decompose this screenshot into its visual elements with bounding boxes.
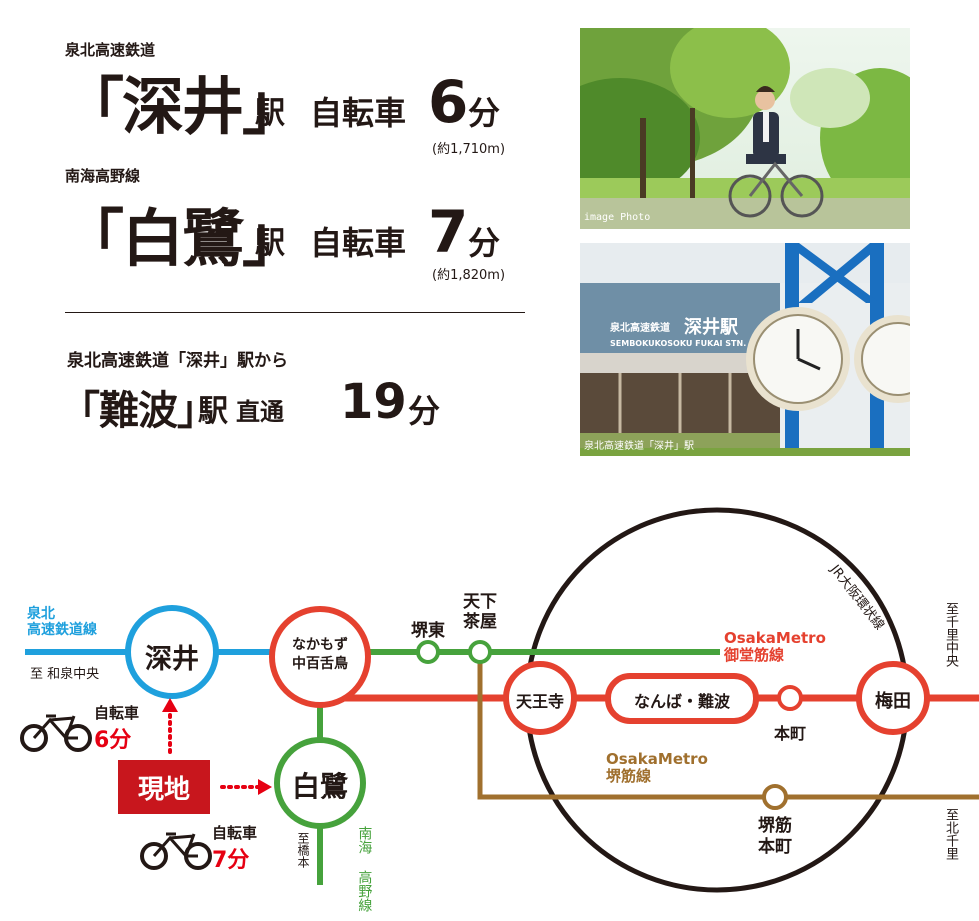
midosuji-line-label: OsakaMetro 御堂筋線 <box>724 629 826 664</box>
divider <box>65 312 525 313</box>
bike1-label: 自転車 <box>310 94 407 132</box>
sign-big: 深井駅 <box>684 317 738 338</box>
to-izumi-label: 至 和泉中央 <box>30 667 100 682</box>
station-fukai-circle <box>125 605 219 699</box>
to-senri-chuo-label: 至千里中央 <box>943 602 958 667</box>
station-photo-image <box>580 243 910 456</box>
arrow-head-right <box>258 779 272 795</box>
station3-name: 「難波」 <box>60 388 217 434</box>
station-tengachaya-label: 天下 茶屋 <box>463 592 497 632</box>
station1-name: 「深井」 <box>62 70 304 143</box>
semboku-line-label: 泉北 高速鉄道線 <box>27 606 97 639</box>
bike2-map-label: 自転車 <box>212 824 258 842</box>
bike1-map-min: 6分 <box>94 728 132 753</box>
line2-label: 南海高野線 <box>65 167 141 185</box>
station2-name: 「白鷺」 <box>62 202 304 275</box>
station-nakamozu-circle <box>269 606 371 708</box>
sakaisuji-line-label: OsakaMetro 堺筋線 <box>606 750 708 785</box>
station3-eki: 駅 <box>198 394 228 429</box>
bike2-fun: 分 <box>468 224 501 262</box>
bicycle-icon <box>140 832 212 870</box>
photo-cyclist: image Photo <box>580 28 910 229</box>
station-tennoji-label: 天王寺 <box>515 692 564 711</box>
to-hashimoto-label: 至橋本 <box>296 832 310 868</box>
station1-eki: 駅 <box>255 96 285 131</box>
arrow-head-up <box>162 698 178 712</box>
sign-small: 泉北高速鉄道 <box>610 323 670 334</box>
dist1: (約1,710m) <box>432 142 506 157</box>
bike1-minutes: 6 <box>428 68 469 136</box>
station-sakaisuji-honmachi-label: 堺筋 本町 <box>758 816 792 858</box>
direct-fun: 分 <box>408 392 441 430</box>
station-namba-label: なんば・難波 <box>633 692 730 711</box>
station-sakaisuji-honmachi-dot <box>762 784 788 810</box>
bike1-fun: 分 <box>468 94 501 132</box>
bike2-map-min: 7分 <box>212 848 250 873</box>
bicycle-icon <box>20 714 92 752</box>
station-shirasagi-circle <box>274 737 366 829</box>
station-umeda-circle <box>856 661 930 735</box>
station-tengachaya-dot <box>468 640 492 664</box>
photo1-caption: image Photo <box>584 212 651 223</box>
station-sakaihigashi-label: 堺東 <box>411 621 445 641</box>
station-sakaihigashi-dot <box>416 640 440 664</box>
line1-label: 泉北高速鉄道 <box>65 41 156 59</box>
sakaisuji-line <box>477 652 979 800</box>
sign-en: SEMBOKUKOSOKU FUKAI STN. <box>610 339 747 348</box>
dist2: (約1,820m) <box>432 268 506 283</box>
photo2-caption: 泉北高速鉄道「深井」駅 <box>584 441 694 452</box>
direct-from: 泉北高速鉄道「深井」駅から <box>67 351 288 371</box>
direct-minutes: 19 <box>340 374 407 430</box>
station-namba-pill <box>605 673 759 724</box>
bike2-minutes: 7 <box>428 198 469 266</box>
station-honmachi-dot <box>777 685 803 711</box>
bike2-label: 自転車 <box>310 224 407 262</box>
station-umeda-label: 梅田 <box>875 691 911 712</box>
direct-label: 直通 <box>236 398 284 426</box>
station2-eki: 駅 <box>255 226 285 261</box>
photo-station: 泉北高速鉄道 深井駅 SEMBOKUKOSOKU FUKAI STN. 泉北高速… <box>580 243 910 456</box>
station-nakamozu-label: なかもず 中百舌鳥 <box>292 637 348 672</box>
cyclist-photo-image <box>580 28 910 229</box>
station-honmachi-label: 本町 <box>773 724 806 743</box>
station-tennoji-circle <box>503 661 577 735</box>
station-fukai-label: 深井 <box>145 644 199 675</box>
site-badge: 現地 <box>118 760 210 814</box>
to-kita-senri-label: 至北千里 <box>943 808 958 860</box>
station-shirasagi-label: 白鷺 <box>291 770 348 803</box>
bike1-map-label: 自転車 <box>94 704 140 722</box>
nankai-line-label: 南海 高野線 <box>356 826 373 912</box>
